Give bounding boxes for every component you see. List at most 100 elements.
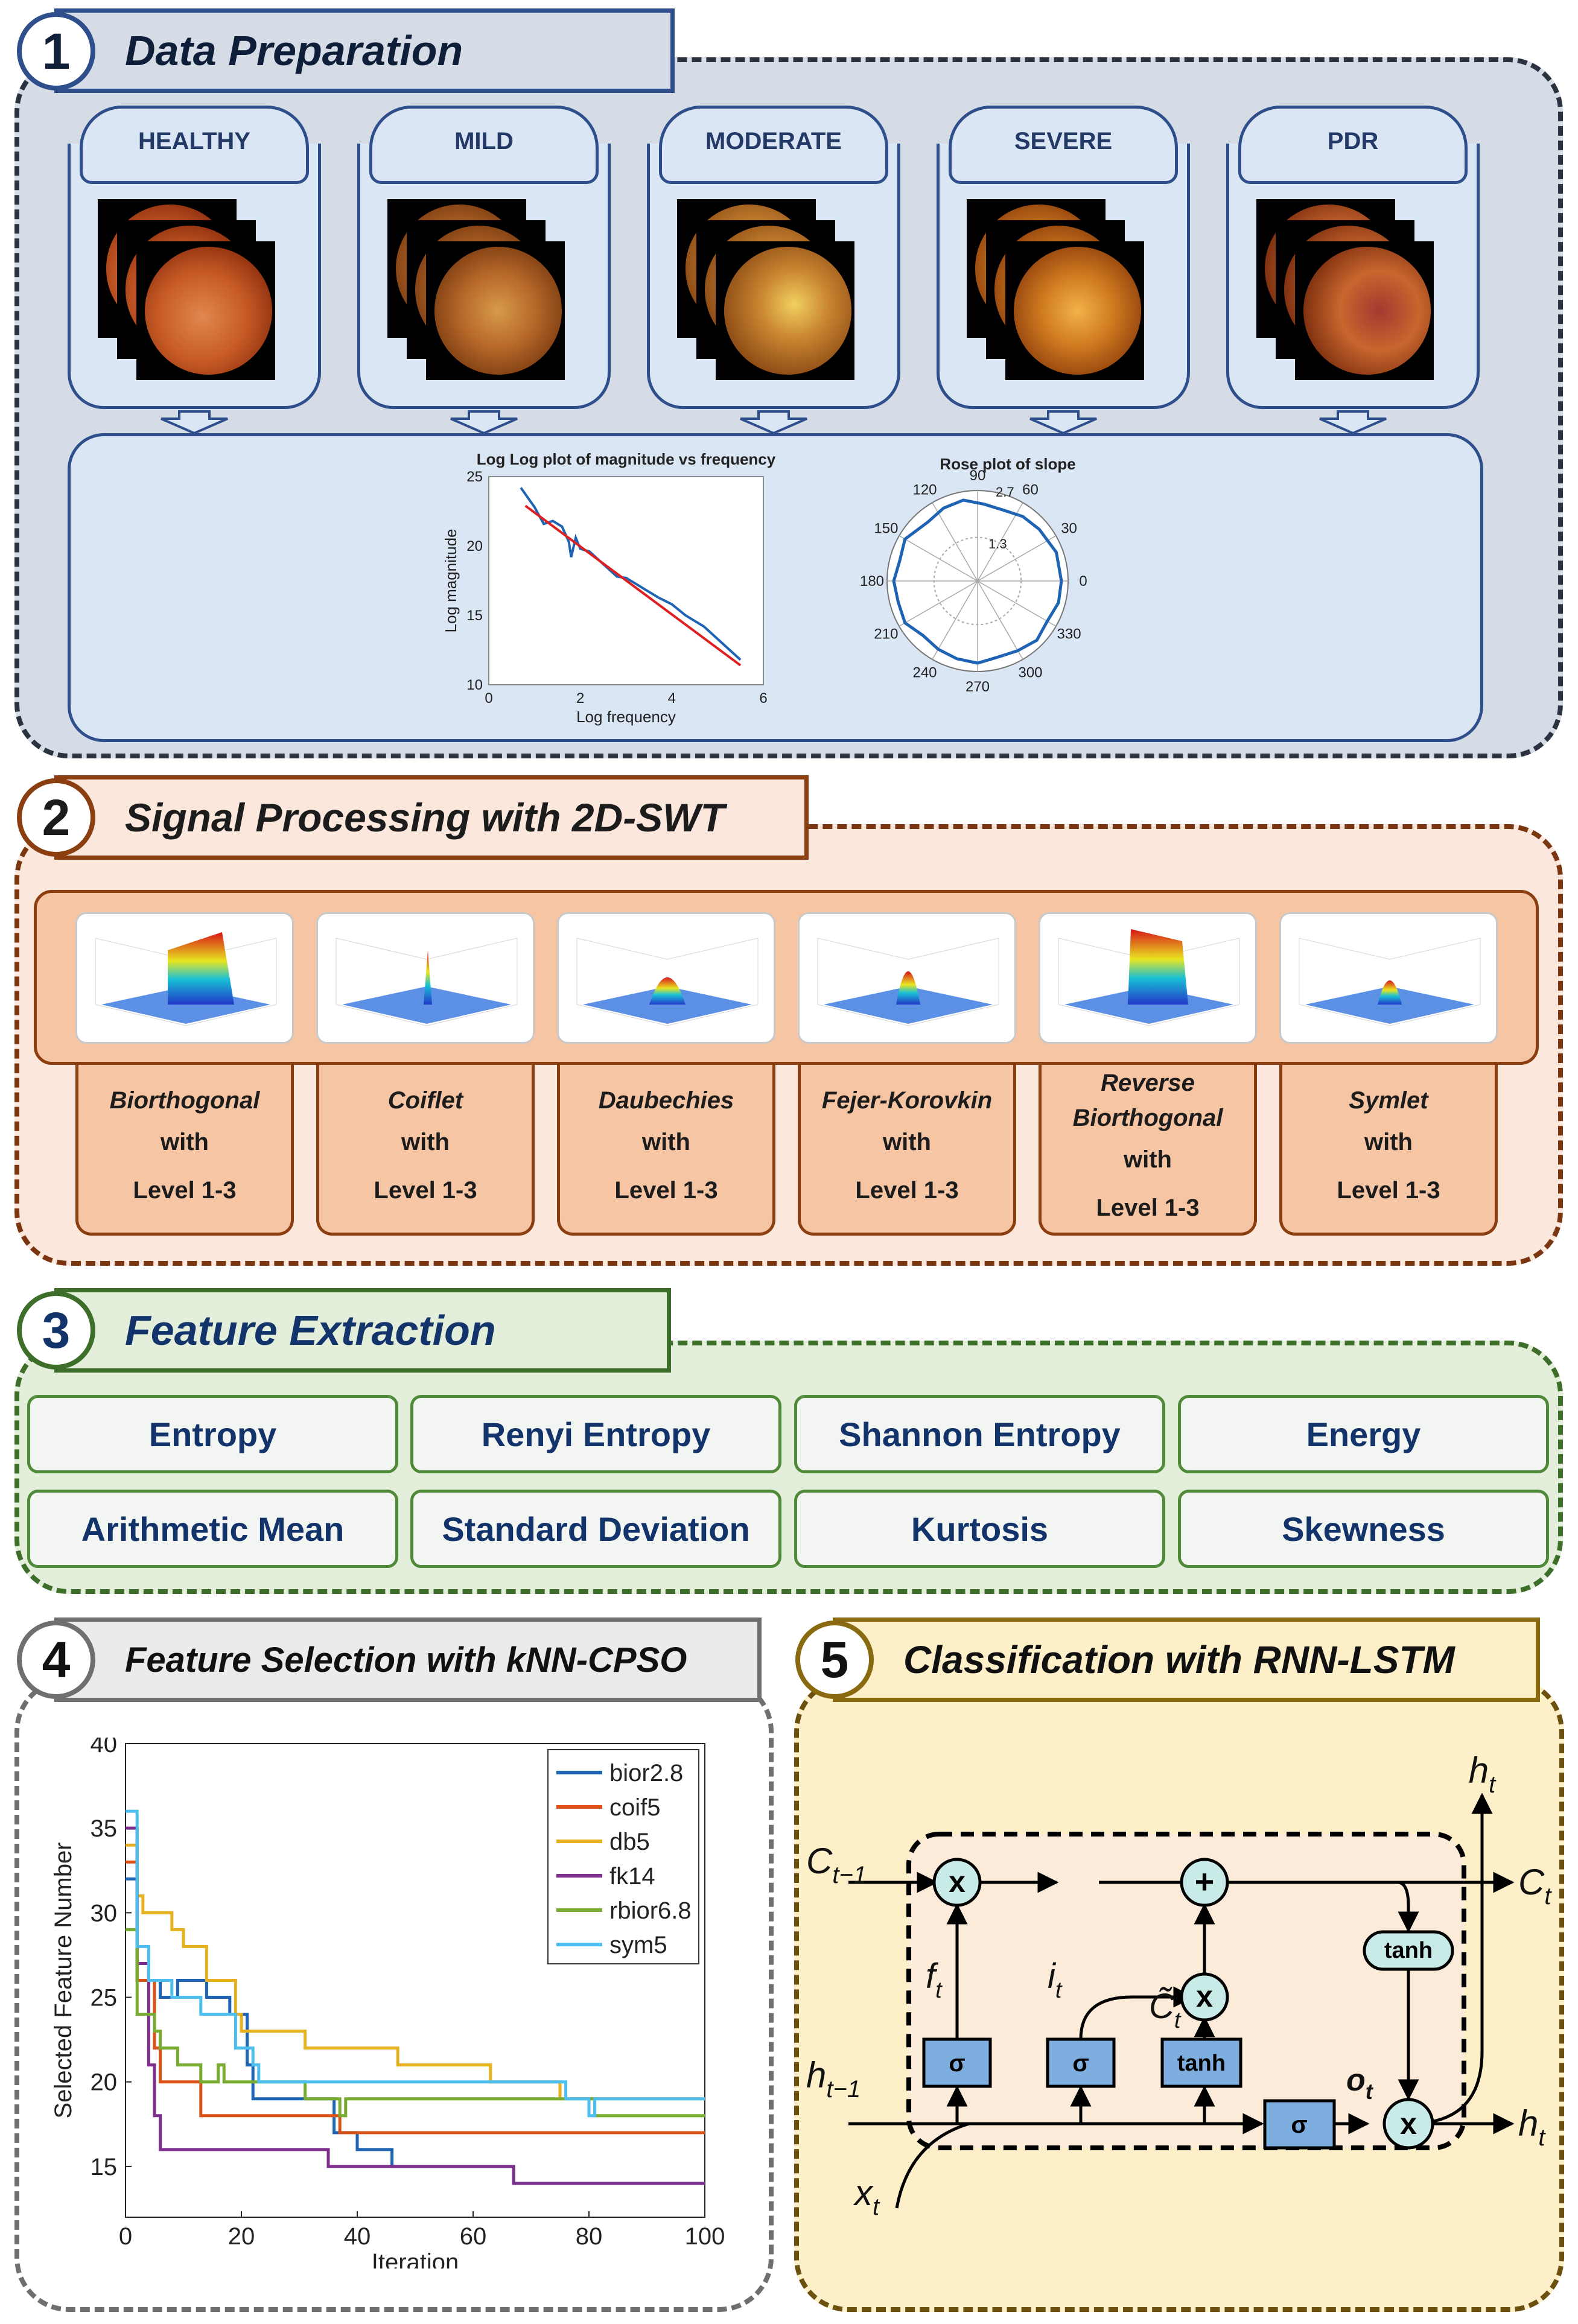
rose-spoke [932, 580, 978, 660]
fundus-image [1295, 241, 1434, 380]
wavelet-name: Biorthogonal [109, 1087, 260, 1114]
rose-angle-label: 330 [1057, 626, 1081, 643]
feature-entropy: Entropy [27, 1395, 398, 1473]
down-arrow-icon [161, 410, 228, 434]
loglog-y-tick: 10 [466, 677, 483, 693]
loglog-x-tick: 2 [576, 690, 584, 706]
rose-angle-label: 180 [860, 573, 884, 589]
svg-text:σ: σ [1072, 2050, 1089, 2077]
loglog-y-tick: 15 [466, 608, 483, 624]
series-line-sym5 [126, 1809, 705, 2118]
rose-radial-label: 2.7 [996, 484, 1014, 500]
wavelet-name: Coiflet [387, 1087, 463, 1114]
fundus-image [716, 241, 854, 380]
wavelet-level: Level 1-3 [855, 1177, 959, 1204]
dr-class-label-moderate: MODERATE [659, 106, 888, 184]
loglog-x-label: Log frequency [576, 708, 676, 726]
wavelet-surface-plot [557, 912, 775, 1044]
label-c-in: Ct−1 [806, 1841, 867, 1888]
output-mul-op: x [1382, 2098, 1434, 2150]
series-line-coif5 [126, 1860, 705, 2135]
rose-spoke [977, 580, 1057, 627]
loglog-x-tick: 6 [759, 690, 767, 706]
svg-text:x: x [1196, 1980, 1213, 2013]
down-arrow-icon [740, 410, 807, 434]
dr-class-label-severe: SEVERE [949, 106, 1178, 184]
wavelet-level: Level 1-3 [1337, 1177, 1440, 1204]
y-tick-label: 30 [91, 1900, 118, 1926]
section-1-number: 1 [17, 12, 95, 90]
section-2-title: Signal Processing with 2D-SWT [125, 795, 725, 840]
svg-text:σ: σ [949, 2050, 965, 2077]
label-c-tilde: C̃t [1149, 1987, 1182, 2033]
down-arrow-icon [1029, 410, 1097, 434]
y-tick-label: 15 [91, 2154, 118, 2180]
section-5-title-tab: Classification with RNN-LSTM [833, 1618, 1540, 1702]
label-c-out: Ct [1518, 1862, 1552, 1910]
section-4-title: Feature Selection with kNN-CPSO [125, 1640, 687, 1680]
input-to-mul [1079, 1986, 1195, 2040]
output-sigma-gate: σ [1263, 2099, 1336, 2150]
legend-label-rbior6.8: rbior6.8 [609, 1897, 692, 1924]
output-tanh-op: tanh [1363, 1930, 1454, 1971]
svg-text:+: + [1195, 1862, 1215, 1900]
rose-spoke [899, 535, 978, 582]
svg-text:x: x [949, 1865, 966, 1899]
cell-add-op: + [1180, 1858, 1229, 1907]
section-5-title: Classification with RNN-LSTM [903, 1638, 1455, 1681]
series-line-rbior6.8 [126, 1928, 705, 2118]
rose-angle-label: 150 [874, 521, 898, 537]
loglog-x-tick: 4 [668, 690, 676, 706]
section-1-title: Data Preparation [125, 27, 463, 74]
label-h-in: ht−1 [806, 2055, 861, 2103]
wavelet-surface-plot [75, 912, 294, 1044]
y-axis-label: Selected Feature Number [50, 1842, 77, 2118]
svg-text:tanh: tanh [1177, 2051, 1226, 2076]
dr-class-label-pdr: PDR [1238, 106, 1468, 184]
wavelet-level: Level 1-3 [133, 1177, 237, 1204]
section-4-title-tab: Feature Selection with kNN-CPSO [54, 1618, 762, 1702]
x-axis-label: Iteration [372, 2249, 459, 2268]
section-5-number: 5 [795, 1621, 874, 1699]
section-4-number: 4 [17, 1621, 95, 1699]
x-tick-label: 20 [228, 2223, 255, 2250]
x-tick-label: 100 [685, 2223, 725, 2250]
loglog-y-tick: 20 [466, 538, 483, 554]
y-tick-label: 25 [91, 1985, 118, 2011]
spectral-plot-panel [68, 433, 1483, 742]
wavelet-surface-plot [316, 912, 535, 1044]
wavelet-level: Level 1-3 [1096, 1195, 1200, 1221]
rose-plot: Rose plot of slope0306090120150180210240… [860, 455, 1087, 693]
input-sigma-gate: σ [1046, 2037, 1116, 2088]
y-tick-label: 40 [91, 1738, 118, 1757]
loglog-y-label: Log magnitude [442, 529, 460, 632]
feature-shannon-entropy: Shannon Entropy [794, 1395, 1165, 1473]
fundus-image [426, 241, 565, 380]
rose-angle-label: 120 [912, 481, 937, 498]
wavelet-level: Level 1-3 [374, 1177, 477, 1204]
wavelet-with: with [883, 1129, 931, 1155]
wavelet-surface-plot [1039, 912, 1257, 1044]
wavelet-name: Reverse Biorthogonal [1072, 1070, 1223, 1131]
label-o: ot [1346, 2063, 1374, 2104]
loglog-fit-line [524, 504, 742, 667]
input-mul-op: x [1180, 1972, 1229, 2022]
rose-spoke [932, 502, 978, 582]
wavelet-with: with [401, 1129, 450, 1155]
label-h-out: ht [1518, 2103, 1546, 2151]
wavelet-surface-plot [798, 912, 1016, 1044]
svg-text:tanh: tanh [1384, 1938, 1433, 1963]
label-x-in: xt [853, 2173, 880, 2220]
cell-to-tanh [1397, 1881, 1419, 1933]
wavelet-surface-plot [1279, 912, 1498, 1044]
x-tick-label: 0 [119, 2223, 132, 2250]
section-3-title-tab: Feature Extraction [54, 1288, 671, 1373]
rose-angle-label: 60 [1022, 481, 1039, 498]
x-tick-label: 60 [460, 2223, 487, 2250]
rose-spoke [977, 535, 1057, 582]
fundus-image [136, 241, 275, 380]
